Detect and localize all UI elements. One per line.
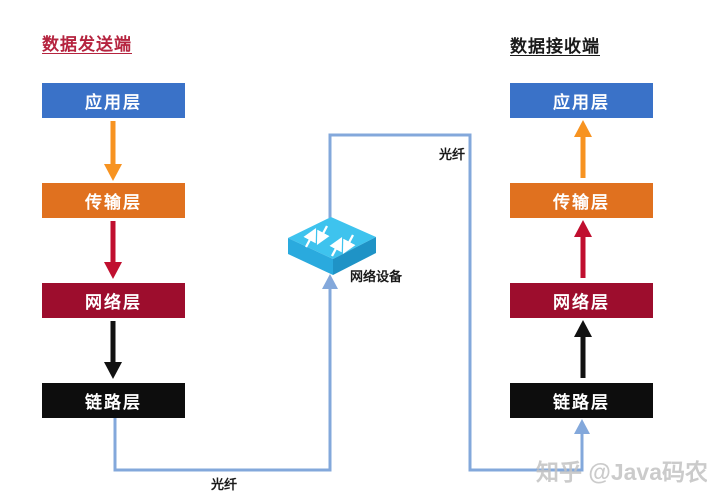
receiver-arrow-network-to-transport [574,220,592,278]
sender-arrow-network-to-link [104,321,122,379]
receiver-arrow-transport-to-app [574,120,592,178]
sender-layer-transport: 传输层 [42,183,185,218]
network-device-label: 网络设备 [350,269,403,284]
sender-arrow-app-to-transport [104,121,122,181]
sender-arrow-transport-to-network [104,221,122,279]
receiver-layer-application: 应用层 [510,83,653,118]
fiber-label-top: 光纤 [439,147,466,162]
fiber-line-sender-to-device [113,274,338,472]
device-traffic-arrows [303,225,356,257]
receiver-arrow-link-to-network [574,320,592,378]
watermark: 知乎 @Java码农 [536,459,707,485]
sender-layer-network: 网络层 [42,283,185,318]
receiver-layer-link: 链路层 [510,383,653,418]
sender-title: 数据发送端 [42,35,132,54]
fiber-line-device-to-receiver [328,133,590,472]
receiver-title: 数据接收端 [510,37,600,56]
sender-layer-link: 链路层 [42,383,185,418]
fiber-label-bottom: 光纤 [211,477,238,492]
network-device-icon [288,217,376,275]
sender-layer-application: 应用层 [42,83,185,118]
receiver-layer-transport: 传输层 [510,183,653,218]
receiver-layer-network: 网络层 [510,283,653,318]
